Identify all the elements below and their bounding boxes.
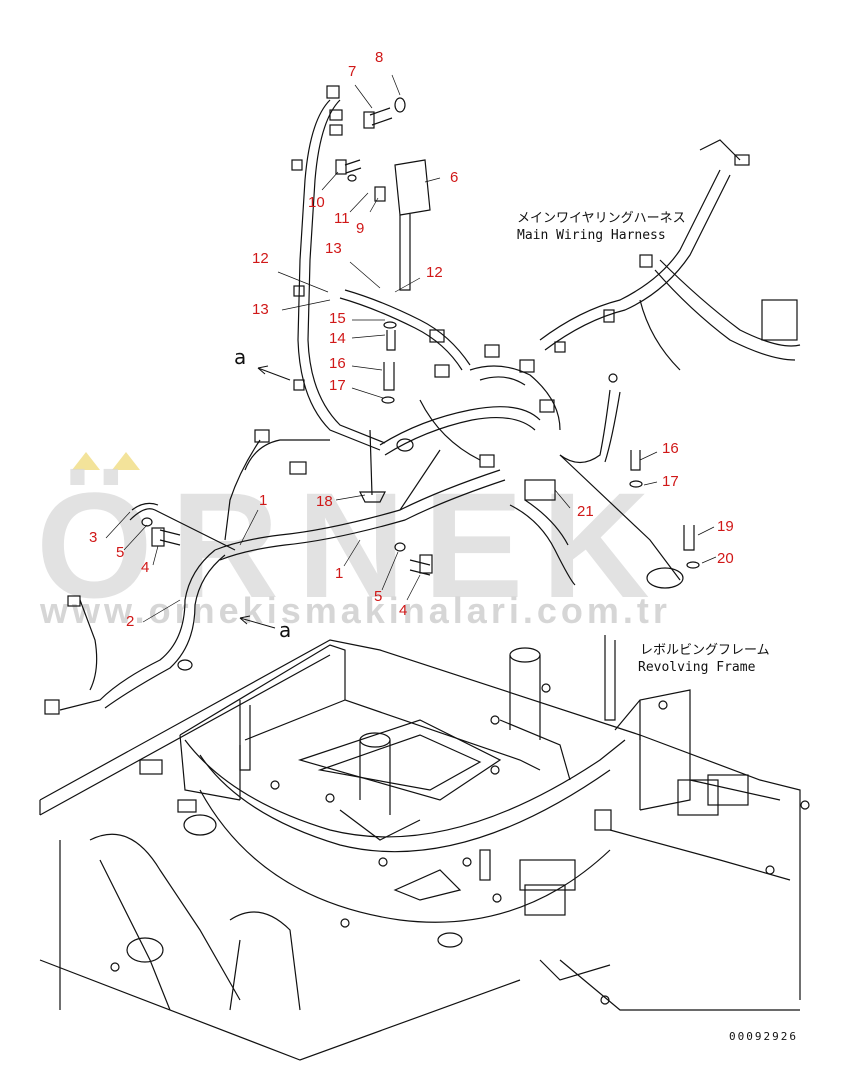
revolving-frame-en-label: Revolving Frame (638, 660, 756, 675)
main-harness-en-label: Main Wiring Harness (517, 228, 666, 243)
callout-7[interactable]: 7 (348, 63, 357, 80)
revolving-frame-jp-label: レボルビングフレーム (640, 643, 770, 658)
view-a-top-label: a (234, 345, 247, 369)
callout-4-left[interactable]: 4 (141, 559, 150, 576)
callout-16-right[interactable]: 16 (662, 440, 679, 457)
callout-17-left[interactable]: 17 (329, 377, 346, 394)
view-a-bottom-label: a (279, 618, 292, 642)
callout-5-left[interactable]: 5 (116, 544, 125, 561)
callout-8[interactable]: 8 (375, 49, 384, 66)
callout-13-upper[interactable]: 13 (325, 240, 342, 257)
main-harness-jp-label: メインワイヤリングハーネス (517, 211, 686, 226)
callout-10[interactable]: 10 (308, 194, 325, 211)
document-id: 00092926 (729, 1030, 798, 1043)
harness-drawing (44, 74, 801, 715)
callout-1-upper[interactable]: 1 (259, 492, 268, 509)
watermark-url: www.ornekismakinalari.com.tr (40, 590, 671, 631)
callout-14[interactable]: 14 (329, 330, 346, 347)
callout-9[interactable]: 9 (356, 220, 365, 237)
callout-15[interactable]: 15 (329, 310, 346, 327)
callout-1-lower[interactable]: 1 (335, 565, 344, 582)
callout-12-right[interactable]: 12 (426, 264, 443, 281)
callout-17-right[interactable]: 17 (662, 473, 679, 490)
watermark-brand: ÖRNEK (36, 461, 668, 629)
callout-20[interactable]: 20 (717, 550, 734, 567)
callout-18[interactable]: 18 (316, 493, 333, 510)
callout-2[interactable]: 2 (126, 613, 135, 630)
watermark-dots (72, 452, 140, 470)
callout-3[interactable]: 3 (89, 529, 98, 546)
callout-4-right[interactable]: 4 (399, 602, 408, 619)
callout-19[interactable]: 19 (717, 518, 734, 535)
callout-21[interactable]: 21 (577, 503, 594, 520)
callout-12-left[interactable]: 12 (252, 250, 269, 267)
callout-16-left[interactable]: 16 (329, 355, 346, 372)
callout-5-right[interactable]: 5 (374, 588, 383, 605)
callout-6[interactable]: 6 (450, 169, 459, 186)
callout-11[interactable]: 11 (334, 210, 350, 227)
callout-13-lower[interactable]: 13 (252, 301, 269, 318)
revolving-frame-drawing (39, 635, 810, 1061)
